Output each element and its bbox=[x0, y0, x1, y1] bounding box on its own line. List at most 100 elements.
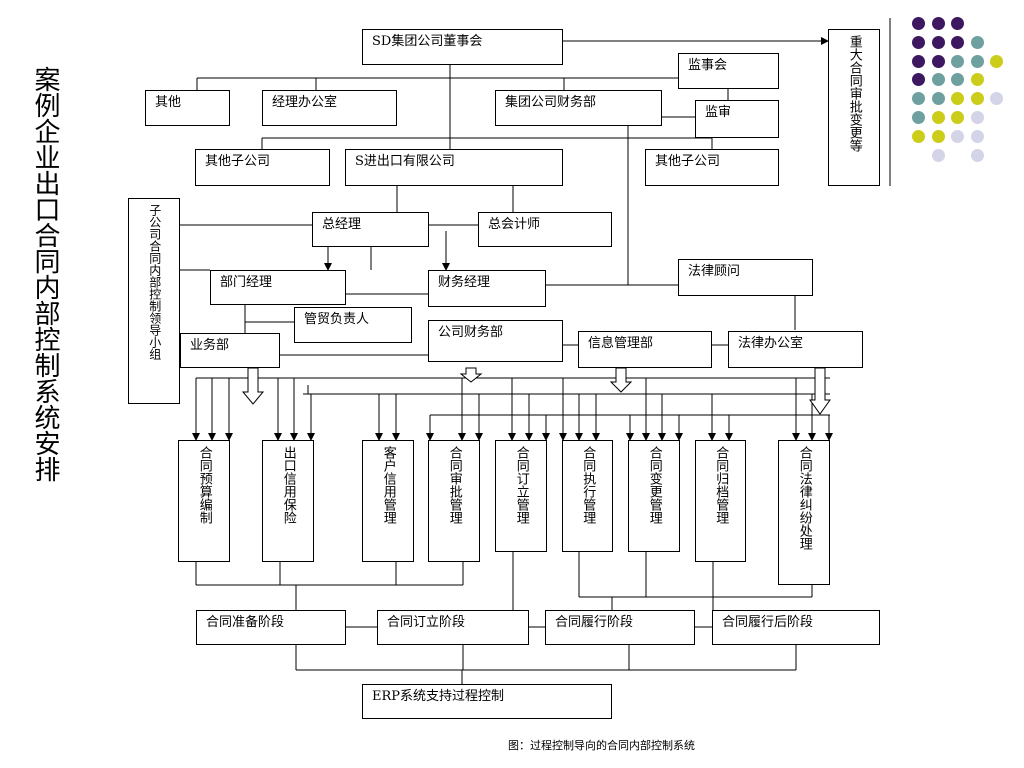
trade-head-label: 管贸负责人 bbox=[304, 312, 370, 327]
business-dept-box: 业务部 bbox=[180, 333, 280, 368]
other-subsidiary-left-label: 其他子公司 bbox=[205, 154, 271, 169]
chief-accountant-label: 总会计师 bbox=[488, 217, 541, 232]
general-manager-box: 总经理 bbox=[312, 212, 429, 247]
decorative-dot bbox=[970, 92, 984, 106]
s-company-label: S进出口有限公司 bbox=[355, 154, 455, 169]
function-credit-insurance-box: 出口信用保险 bbox=[262, 440, 314, 562]
decorative-dot bbox=[951, 129, 964, 143]
group-finance-label: 集团公司财务部 bbox=[505, 95, 597, 110]
stage-preparation-box: 合同准备阶段 bbox=[196, 610, 346, 645]
manager-office-box: 经理办公室 bbox=[262, 90, 397, 126]
major-contract-box: 重大合同审批变更等 bbox=[828, 29, 880, 186]
decorative-dot bbox=[931, 35, 945, 49]
function-legal-dispute-box: 合同法律纠纷处理 bbox=[778, 440, 830, 585]
decorative-dot bbox=[912, 92, 925, 106]
erp-box: ERP系统支持过程控制 bbox=[362, 684, 612, 719]
decorative-dot bbox=[931, 54, 945, 68]
stage-performance-box: 合同履行阶段 bbox=[545, 610, 695, 645]
decorative-dot bbox=[970, 54, 984, 68]
function-label: 出口信用保险 bbox=[280, 446, 296, 524]
board-box: SD集团公司董事会 bbox=[362, 29, 563, 65]
major-contract-label: 重大合同审批变更等 bbox=[846, 35, 862, 152]
decorative-dot bbox=[912, 73, 925, 87]
decorative-dot bbox=[951, 54, 964, 68]
function-label: 合同预算编制 bbox=[196, 446, 212, 524]
other-subsidiary-left-box: 其他子公司 bbox=[195, 149, 330, 186]
company-finance-box: 公司财务部 bbox=[428, 320, 563, 362]
legal-office-label: 法律办公室 bbox=[738, 336, 804, 351]
stage-label: 合同订立阶段 bbox=[387, 615, 466, 630]
dept-manager-label: 部门经理 bbox=[220, 275, 273, 290]
supervisory-label: 监事会 bbox=[688, 58, 728, 73]
info-dept-box: 信息管理部 bbox=[578, 331, 712, 368]
erp-label: ERP系统支持过程控制 bbox=[372, 689, 505, 704]
other-box: 其他 bbox=[145, 90, 230, 126]
function-change-box: 合同变更管理 bbox=[628, 440, 680, 552]
decorative-dot bbox=[912, 111, 925, 124]
audit-box: 监审 bbox=[695, 100, 779, 138]
function-label: 合同订立管理 bbox=[513, 446, 529, 524]
function-label: 合同变更管理 bbox=[646, 446, 662, 524]
decorative-dot bbox=[931, 73, 945, 87]
leading-group-label: 子公司合同内部控制领导小组 bbox=[147, 204, 162, 360]
decorative-dot bbox=[912, 54, 925, 68]
function-label: 客户信用管理 bbox=[380, 446, 396, 524]
business-dept-label: 业务部 bbox=[190, 338, 230, 353]
decorative-dot bbox=[970, 35, 984, 49]
stage-label: 合同履行阶段 bbox=[555, 615, 634, 630]
function-label: 合同审批管理 bbox=[446, 446, 462, 524]
other-subsidiary-right-label: 其他子公司 bbox=[655, 154, 721, 169]
group-finance-box: 集团公司财务部 bbox=[495, 90, 662, 126]
function-execution-box: 合同执行管理 bbox=[562, 440, 613, 552]
decorative-dot bbox=[931, 129, 945, 143]
manager-office-label: 经理办公室 bbox=[272, 95, 338, 110]
stage-post-performance-box: 合同履行后阶段 bbox=[712, 610, 880, 645]
function-customer-credit-box: 客户信用管理 bbox=[362, 440, 414, 562]
leading-group-box: 子公司合同内部控制领导小组 bbox=[128, 198, 180, 404]
decorative-dot bbox=[990, 92, 1003, 106]
other-label: 其他 bbox=[155, 95, 182, 110]
decorative-dot bbox=[970, 148, 984, 162]
function-label: 合同执行管理 bbox=[580, 446, 596, 524]
decorative-dot bbox=[912, 17, 925, 30]
info-dept-label: 信息管理部 bbox=[588, 336, 654, 351]
decorative-dot bbox=[931, 17, 945, 30]
decorative-dot bbox=[912, 35, 925, 49]
s-company-box: S进出口有限公司 bbox=[345, 149, 563, 186]
finance-manager-box: 财务经理 bbox=[428, 270, 546, 307]
legal-advisor-label: 法律顾问 bbox=[688, 264, 741, 279]
decorative-dot bbox=[951, 17, 964, 30]
audit-label: 监审 bbox=[705, 105, 732, 120]
decorative-dot bbox=[990, 54, 1003, 68]
figure-caption: 图：过程控制导向的合同内部控制系统 bbox=[508, 739, 695, 752]
stage-label: 合同履行后阶段 bbox=[722, 615, 814, 630]
supervisory-box: 监事会 bbox=[678, 53, 779, 89]
function-label: 合同法律纠纷处理 bbox=[796, 446, 812, 550]
decorative-dot bbox=[931, 92, 945, 106]
decorative-dot bbox=[970, 129, 984, 143]
legal-advisor-box: 法律顾问 bbox=[678, 259, 813, 296]
decorative-dot bbox=[931, 111, 945, 124]
company-finance-label: 公司财务部 bbox=[438, 325, 504, 340]
decorative-dot bbox=[970, 73, 984, 87]
function-label: 合同归档管理 bbox=[713, 446, 729, 524]
decorative-dot bbox=[931, 148, 945, 162]
decorative-dot bbox=[951, 73, 964, 87]
function-archive-box: 合同归档管理 bbox=[695, 440, 746, 562]
stage-signing-box: 合同订立阶段 bbox=[377, 610, 529, 645]
finance-manager-label: 财务经理 bbox=[438, 275, 491, 290]
stage-label: 合同准备阶段 bbox=[206, 615, 285, 630]
trade-head-box: 管贸负责人 bbox=[294, 307, 412, 343]
function-budget-box: 合同预算编制 bbox=[178, 440, 230, 562]
function-signing-box: 合同订立管理 bbox=[495, 440, 547, 552]
decorative-dot bbox=[951, 35, 964, 49]
decorative-dot bbox=[951, 92, 964, 106]
decorative-dot bbox=[912, 129, 925, 143]
decorative-dot bbox=[970, 111, 984, 124]
general-manager-label: 总经理 bbox=[322, 217, 362, 232]
other-subsidiary-right-box: 其他子公司 bbox=[645, 149, 779, 186]
chief-accountant-box: 总会计师 bbox=[478, 212, 612, 247]
board-label: SD集团公司董事会 bbox=[372, 34, 483, 49]
legal-office-box: 法律办公室 bbox=[728, 331, 863, 368]
